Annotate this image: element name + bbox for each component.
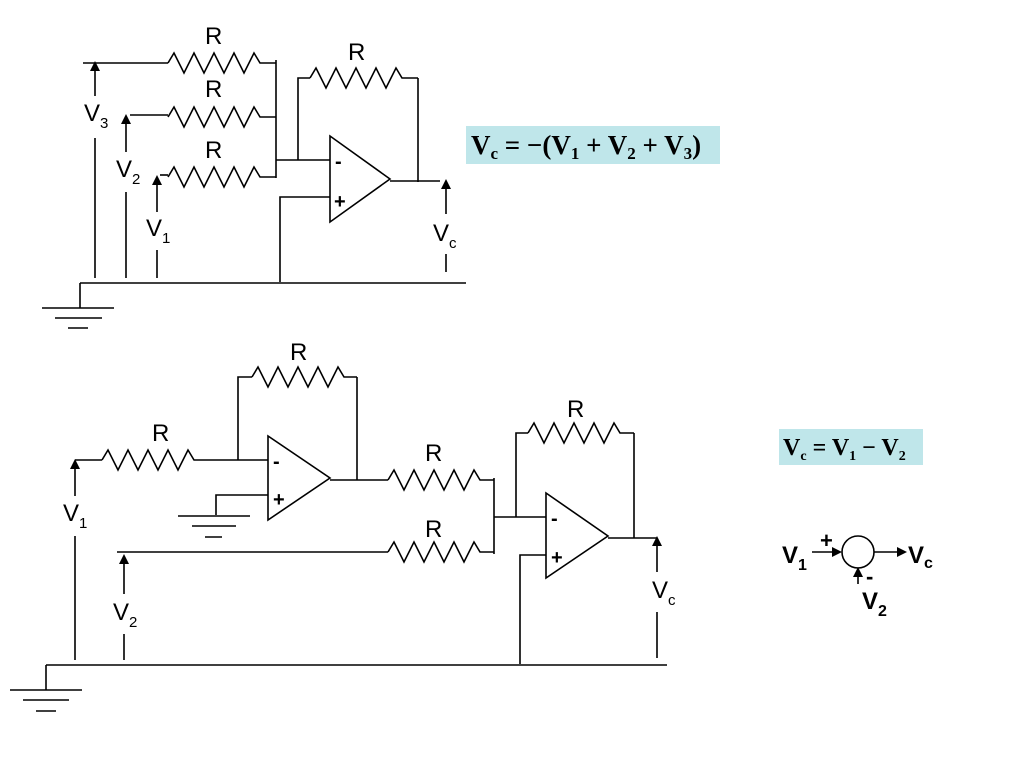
resistor-r2 (167, 105, 276, 129)
resistor-input-stage1 (101, 448, 270, 472)
label-v1-bottom: V1 (63, 500, 87, 532)
label-r-3: R (205, 137, 222, 164)
opamp-stage2 (545, 491, 610, 580)
stage2-noninverting-wire (519, 554, 546, 664)
resistor-stage2-lower (387, 540, 494, 564)
resistor-r3 (167, 51, 276, 75)
stage2-feedback-left (515, 432, 528, 517)
opamp-minus-stage1: - (273, 451, 280, 473)
stage1-noninverting-wire (215, 494, 268, 515)
resistor-feedback-top (309, 66, 418, 90)
opamp-plus-stage1: + (273, 489, 285, 511)
label-r-stage1-feedback: R (290, 339, 307, 366)
resistor-feedback-stage2 (527, 421, 634, 445)
label-v2-top: V2 (116, 156, 140, 188)
junction-label-v1: V1 (782, 542, 807, 574)
label-r-stage2-feedback: R (567, 396, 584, 423)
junction-label-vc: Vc (908, 542, 933, 572)
label-v3: V3 (84, 100, 108, 132)
junction-plus-sign: + (820, 528, 833, 553)
label-vc-top: Vc (433, 220, 457, 252)
label-r-feedback: R (348, 39, 365, 66)
noninverting-wire-top (279, 196, 330, 282)
equation-box-top (466, 126, 720, 164)
equation-top: Vc = −(V1 + V2 + V3) (471, 130, 701, 163)
opamp-plus-top: + (334, 191, 346, 213)
label-r-stage2-lower: R (425, 516, 442, 543)
equation-box-bottom (779, 429, 923, 465)
label-r-stage1-input: R (152, 420, 169, 447)
junction-minus-sign: - (866, 564, 873, 589)
difference-circuit (10, 365, 667, 712)
summing-amplifier-circuit (42, 51, 466, 329)
opamp-top (329, 134, 392, 224)
label-v1-top: V1 (146, 215, 170, 247)
label-v2-bottom: V2 (113, 599, 137, 631)
label-r-1: R (205, 23, 222, 50)
junction-label-v2: V2 (862, 588, 887, 620)
summing-junction-diagram (812, 535, 907, 584)
ground-symbol-top (42, 307, 114, 329)
label-r-stage2-upper: R (425, 440, 442, 467)
stage1-feedback-left (237, 376, 252, 460)
feedback-left-wire (297, 77, 310, 160)
ground-symbol-stage1 (178, 515, 250, 538)
resistor-r1 (167, 165, 276, 189)
resistor-feedback-stage1 (251, 365, 357, 389)
label-vc-bottom: Vc (652, 577, 676, 609)
equation-bottom: Vc = V1 − V2 (783, 435, 906, 464)
opamp-minus-top: - (335, 151, 342, 173)
resistor-stage2-upper (387, 468, 494, 492)
opamp-plus-stage2: + (551, 547, 563, 569)
label-r-2: R (205, 76, 222, 103)
opamp-stage1 (267, 434, 332, 522)
opamp-minus-stage2: - (551, 508, 558, 530)
ground-symbol-bottom (10, 689, 82, 712)
